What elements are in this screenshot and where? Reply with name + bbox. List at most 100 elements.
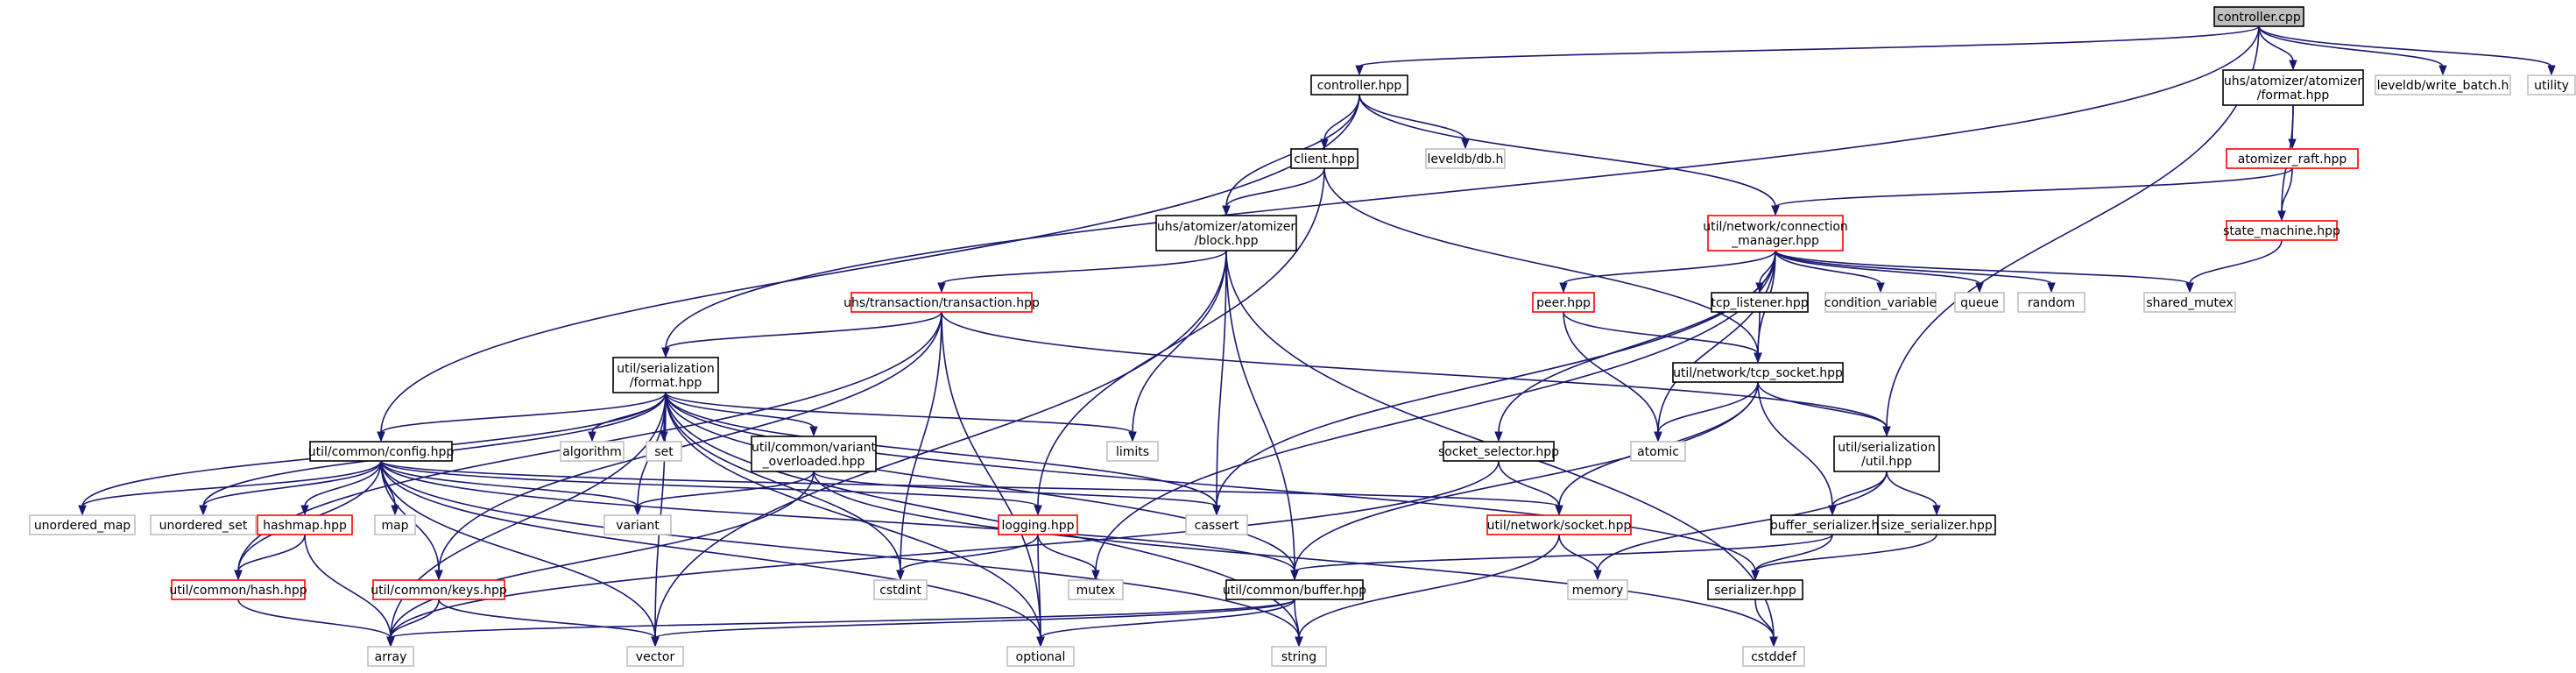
edge-line	[1775, 250, 1980, 285]
edge-tcp_listener-to-tcp_socket	[1754, 311, 1762, 364]
node-ser-format[interactable]: util/serialization/format.hpp	[612, 357, 719, 393]
node-label: client.hpp	[1294, 152, 1355, 166]
edge-arrowhead	[588, 431, 596, 443]
node-atomizer-raft[interactable]: atomizer_raft.hpp	[2226, 148, 2359, 169]
node-block-hpp[interactable]: uhs/atomizer/atomizer/block.hpp	[1155, 215, 1297, 251]
edge-line	[1657, 381, 1759, 434]
node-label: leveldb/db.h	[1428, 152, 1504, 166]
edge-arrowhead	[1036, 636, 1045, 648]
node-box	[309, 441, 453, 462]
edge-line	[1216, 250, 1227, 507]
node-shared-mutex: shared_mutex	[2143, 292, 2236, 313]
edge-arrowhead	[633, 505, 642, 516]
node-atomizer-format[interactable]: uhs/atomizer/atomizer/format.hpp	[2222, 69, 2364, 106]
node-label: unordered_set	[159, 519, 248, 533]
edge-line	[941, 311, 1888, 429]
edge-arrowhead	[1091, 570, 1100, 581]
edge-line	[380, 460, 1300, 639]
edge-line	[665, 311, 942, 350]
node-label: limits	[1116, 445, 1149, 459]
edge-line	[1040, 599, 1295, 639]
node-config-hpp[interactable]: util/common/config.hpp	[308, 441, 455, 462]
edge-line	[1775, 167, 2293, 208]
node-socket-hpp[interactable]: util/network/socket.hpp	[1486, 514, 1632, 535]
edge-line	[1359, 25, 2260, 67]
node-box	[1672, 362, 1844, 383]
edge-tcp_socket-to-ser_util	[1757, 381, 1891, 437]
edge-arrowhead	[391, 505, 399, 516]
node-logging-hpp[interactable]: logging.hpp	[998, 514, 1078, 535]
node-vector: vector	[626, 646, 684, 667]
node-hashmap-hpp[interactable]: hashmap.hpp	[257, 514, 353, 535]
node-controller-cpp[interactable]: controller.cpp	[2213, 6, 2304, 27]
edge-arrowhead	[1876, 282, 1885, 294]
node-map: map	[374, 514, 416, 535]
edge-buffer_serializer-to-buffer_hpp	[1290, 534, 1833, 581]
node-keys-hpp[interactable]: util/common/keys.hpp	[371, 579, 507, 600]
edge-client_hpp-to-block_hpp	[1222, 167, 1325, 216]
edge-line	[1037, 534, 1097, 572]
edge-arrowhead	[1654, 431, 1662, 443]
node-label: controller.cpp	[2217, 11, 2301, 25]
node-label: random	[2028, 296, 2075, 310]
edge-controller_cpp-to-write_batch	[2258, 25, 2447, 76]
edge-buffer_hpp-to-optional	[1036, 599, 1295, 648]
edge-arrowhead	[661, 347, 670, 358]
node-box	[1271, 646, 1327, 667]
edge-arrowhead	[1461, 138, 1470, 150]
edge-line	[2258, 25, 2294, 62]
node-controller-hpp[interactable]: controller.hpp	[1310, 74, 1408, 96]
edge-line	[1754, 534, 1833, 572]
node-buffer-serializer[interactable]: buffer_serializer.hpp	[1770, 514, 1895, 535]
node-box	[2017, 292, 2086, 313]
edge-arrowhead	[1034, 505, 1042, 516]
edge-controller_cpp-to-atomizer_format	[2258, 25, 2297, 71]
node-ser-util[interactable]: util/serialization/util.hpp	[1833, 436, 1940, 472]
edge-config_hpp-to-hashmap_hpp	[300, 460, 382, 516]
node-transaction-hpp[interactable]: uhs/transaction/transaction.hpp	[843, 292, 1040, 313]
node-client-hpp[interactable]: client.hpp	[1290, 148, 1359, 169]
edge-line	[665, 392, 1041, 639]
edge-arrowhead	[1559, 282, 1568, 294]
node-state-machine[interactable]: state_machine.hpp	[2223, 220, 2340, 241]
node-connection-manager[interactable]: util/network/connection_manager.hpp	[1703, 215, 1848, 251]
node-serializer-hpp[interactable]: serializer.hpp	[1707, 579, 1803, 600]
node-memory: memory	[1567, 579, 1628, 600]
node-unordered-map: unordered_map	[29, 514, 136, 535]
node-box	[1425, 148, 1506, 169]
node-box	[1532, 292, 1595, 313]
node-label: util/network/tcp_socket.hpp	[1673, 366, 1843, 380]
node-label: util/common/hash.hpp	[169, 584, 307, 598]
edge-variant_overloaded-to-array	[386, 471, 815, 648]
edge-line	[380, 460, 1295, 572]
node-tcp-listener[interactable]: tcp_listener.hpp	[1711, 292, 1809, 313]
node-mutex: mutex	[1068, 579, 1124, 600]
edge-line	[1563, 311, 1759, 355]
edge-line	[1558, 534, 1599, 572]
node-label: _manager.hpp	[1731, 234, 1819, 248]
node-tcp-socket[interactable]: util/network/tcp_socket.hpp	[1672, 362, 1844, 383]
edge-ser_format-to-limits	[665, 392, 1137, 443]
node-box	[626, 646, 684, 667]
node-socket-selector[interactable]: socket_selector.hpp	[1438, 441, 1559, 462]
node-hash-hpp[interactable]: util/common/hash.hpp	[169, 579, 307, 600]
node-size-serializer[interactable]: size_serializer.hpp	[1877, 514, 1996, 535]
edge-line	[1498, 460, 1560, 507]
node-label: state_machine.hpp	[2223, 224, 2340, 238]
edge-line	[1657, 250, 1776, 434]
node-variant-overloaded[interactable]: util/common/variant_overloaded.hpp	[751, 436, 877, 472]
node-box	[612, 357, 719, 393]
node-label: optional	[1016, 650, 1066, 664]
edge-line	[1886, 471, 1937, 507]
edge-arrowhead	[1975, 282, 1984, 294]
edge-connection_manager-to-peer_hpp	[1559, 250, 1776, 294]
edge-arrowhead	[2438, 65, 2447, 76]
node-atomic: atomic	[1630, 441, 1686, 462]
node-label: buffer_serializer.hpp	[1770, 519, 1895, 533]
edge-transaction_hpp-to-ser_format	[661, 311, 942, 358]
node-label: cassert	[1195, 519, 1239, 533]
node-box	[1742, 646, 1805, 667]
node-unordered-set: unordered_set	[150, 514, 257, 535]
node-buffer-hpp[interactable]: util/common/buffer.hpp	[1223, 579, 1366, 600]
node-peer-hpp[interactable]: peer.hpp	[1532, 292, 1595, 313]
